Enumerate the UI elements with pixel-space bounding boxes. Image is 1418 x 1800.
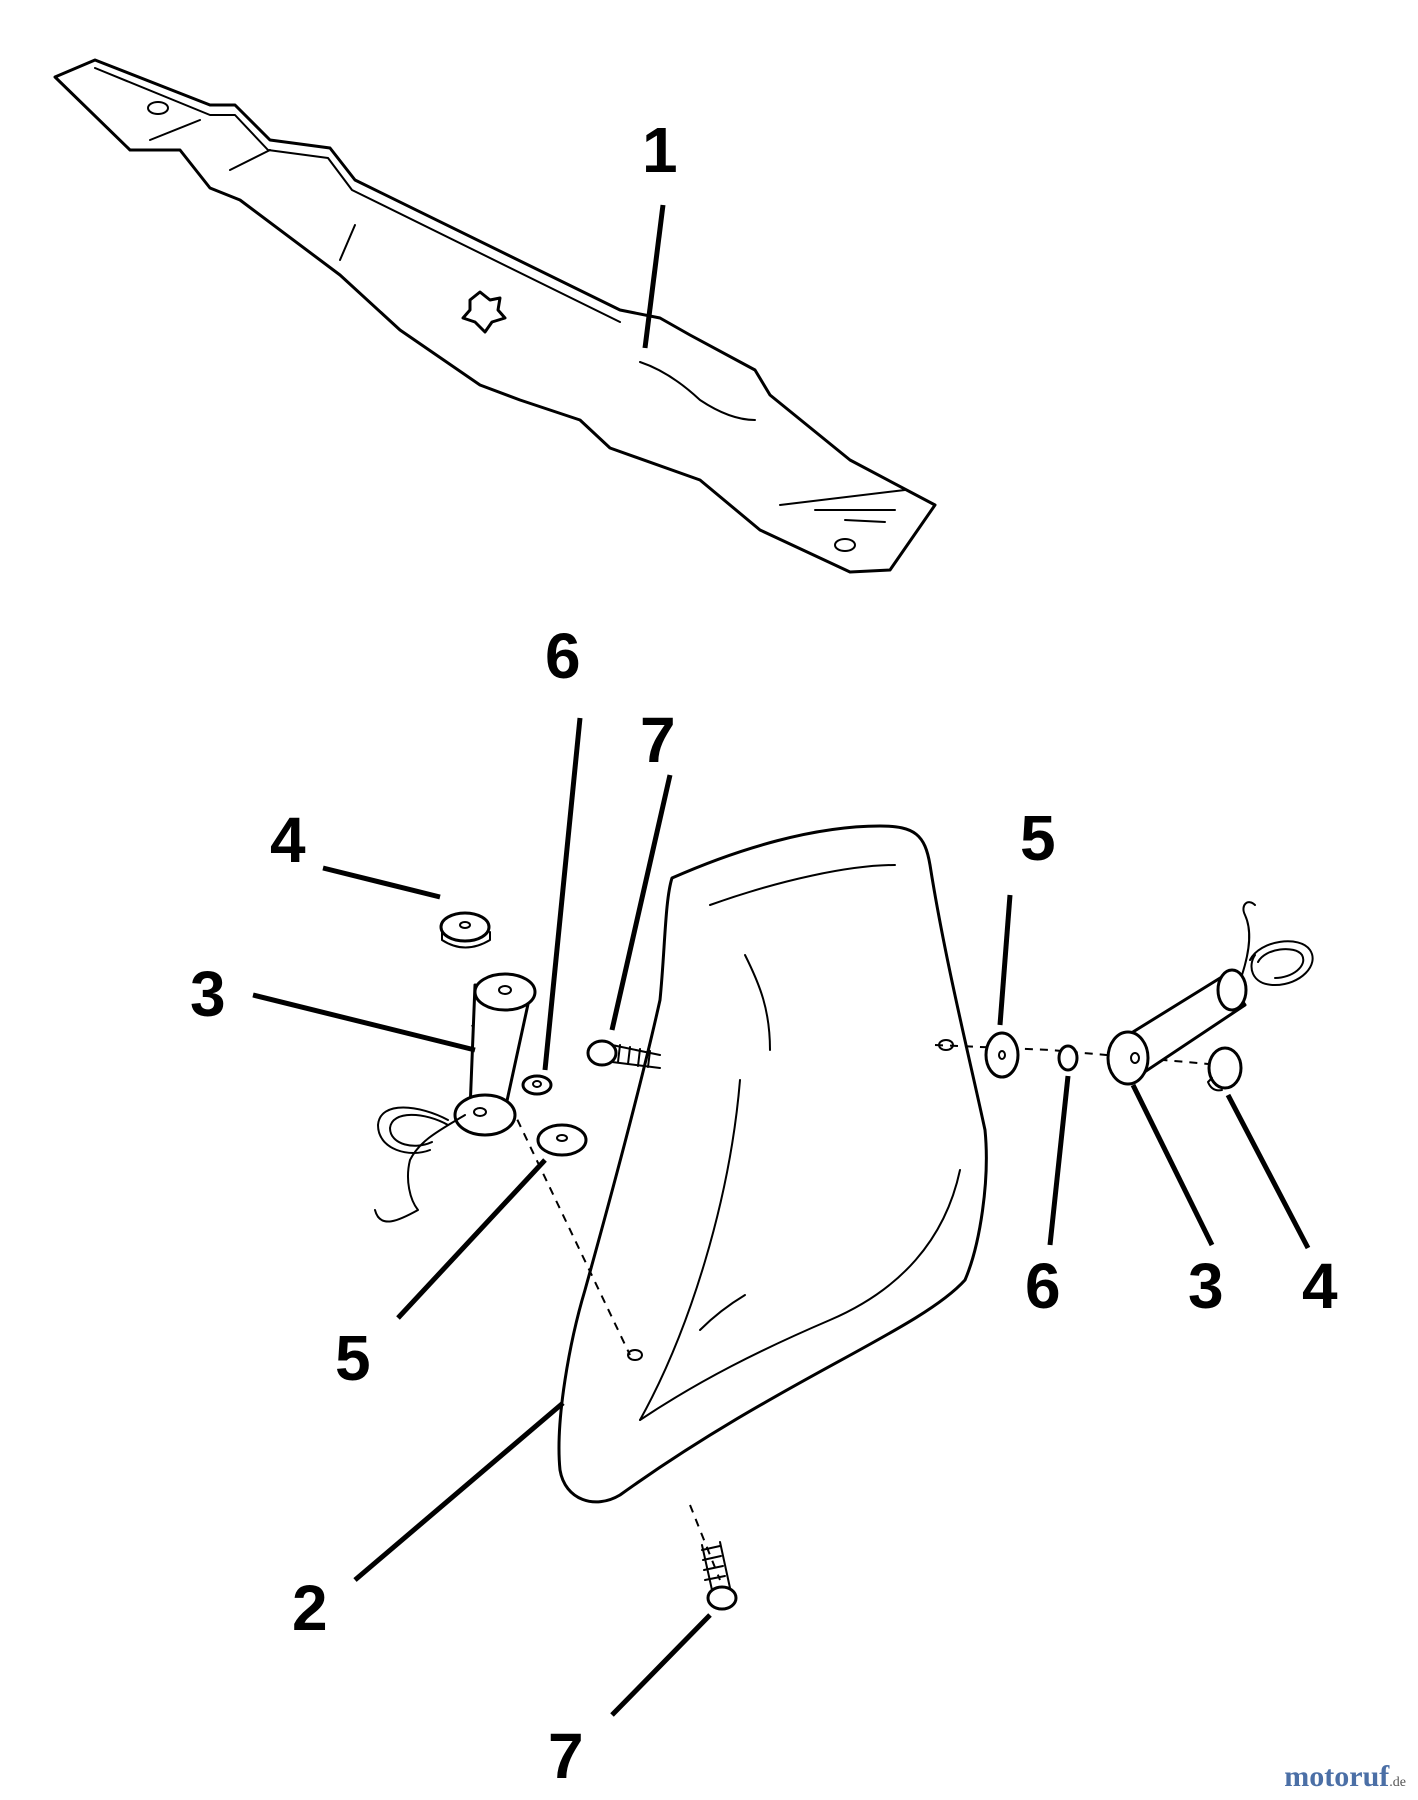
leader-4-right [1225, 1093, 1311, 1250]
lock-washer-left[interactable] [521, 1074, 553, 1096]
leader-6-bottom [1047, 1075, 1071, 1246]
callout-2: 2 [292, 1572, 328, 1644]
watermark-tld: .de [1389, 1775, 1406, 1790]
callout-4-left: 4 [270, 804, 306, 876]
callout-4-right: 4 [1302, 1250, 1338, 1322]
leader-6-top [542, 717, 583, 1071]
hinge-bracket-right[interactable] [1106, 901, 1314, 1086]
callout-7-top: 7 [640, 704, 676, 776]
leader-7-top [609, 774, 673, 1031]
washer-left-top[interactable] [439, 911, 491, 949]
flat-washer-left[interactable] [536, 1123, 588, 1157]
callout-6-top: 6 [545, 620, 581, 692]
leader-4-left [322, 865, 441, 900]
leader-3-left [252, 992, 476, 1053]
leader-3-right [1130, 1083, 1215, 1247]
washer-right-outer[interactable] [1207, 1046, 1243, 1092]
watermark-brand: motoruf [1284, 1760, 1390, 1793]
washer-right[interactable] [984, 1031, 1020, 1079]
leader-1 [642, 204, 666, 349]
callout-1: 1 [642, 114, 678, 186]
bolt-top[interactable] [586, 1039, 661, 1069]
leader-5-right [997, 894, 1013, 1026]
callout-5-left-top: 5 [1020, 802, 1056, 874]
callout-3-left: 3 [190, 958, 226, 1030]
callout-6-bottom: 6 [1025, 1250, 1061, 1322]
bolt-bottom[interactable] [701, 1541, 738, 1611]
callout-7-bottom: 7 [548, 1720, 584, 1792]
deflector-shield[interactable] [557, 824, 988, 1504]
hinge-bracket-left[interactable] [374, 972, 537, 1223]
leader-5-left [396, 1158, 547, 1320]
lock-washer-right[interactable] [1057, 1044, 1079, 1072]
assembly-line-bottom [689, 1504, 721, 1581]
leader-2 [353, 1401, 565, 1582]
callout-3-right: 3 [1188, 1250, 1224, 1322]
mower-blade[interactable] [53, 58, 937, 574]
callout-5-left-bottom: 5 [335, 1322, 371, 1394]
blade-center-star-hole [461, 290, 507, 334]
leader-7-bottom [610, 1613, 712, 1717]
watermark-logo: motoruf.de [1284, 1760, 1406, 1794]
